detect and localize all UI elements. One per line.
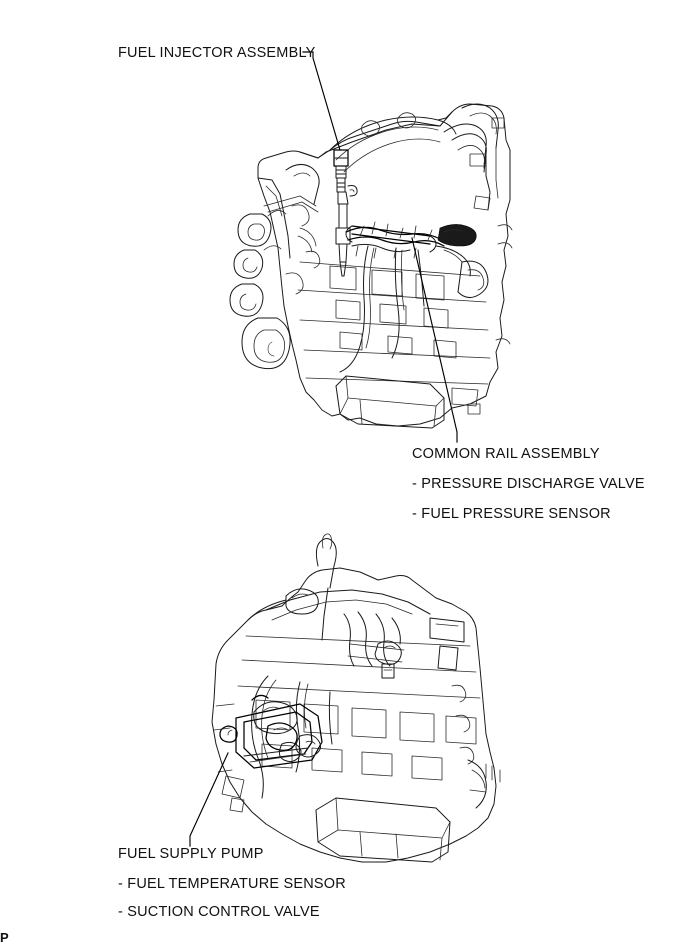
common-rail-part: [345, 225, 437, 253]
callout-common-rail-item-2: - FUEL PRESSURE SENSOR: [412, 506, 611, 522]
leader-line-common-rail: [411, 237, 458, 443]
engine-upper-view: [229, 103, 513, 429]
callout-fuel-supply-pump-title: FUEL SUPPLY PUMP: [118, 846, 264, 862]
fuel-supply-pump-part: [219, 694, 323, 769]
leader-line-fuel-supply-pump: [189, 752, 229, 847]
leader-line-fuel-injector: [302, 51, 341, 151]
pulley-stack: [229, 210, 291, 370]
callout-common-rail-title: COMMON RAIL ASSEMBLY: [412, 446, 600, 462]
fuel-injector-part: [333, 149, 358, 277]
callout-fuel-supply-pump-item-2: - SUCTION CONTROL VALVE: [118, 904, 320, 920]
callout-fuel-injector-title: FUEL INJECTOR ASSEMBLY: [118, 45, 316, 61]
callout-common-rail-item-1: - PRESSURE DISCHARGE VALVE: [412, 476, 645, 492]
corner-mark: P: [0, 930, 9, 945]
callout-fuel-supply-pump-item-1: - FUEL TEMPERATURE SENSOR: [118, 876, 346, 892]
engine-lower-view: [211, 533, 501, 863]
wiring-harness: [345, 221, 477, 277]
